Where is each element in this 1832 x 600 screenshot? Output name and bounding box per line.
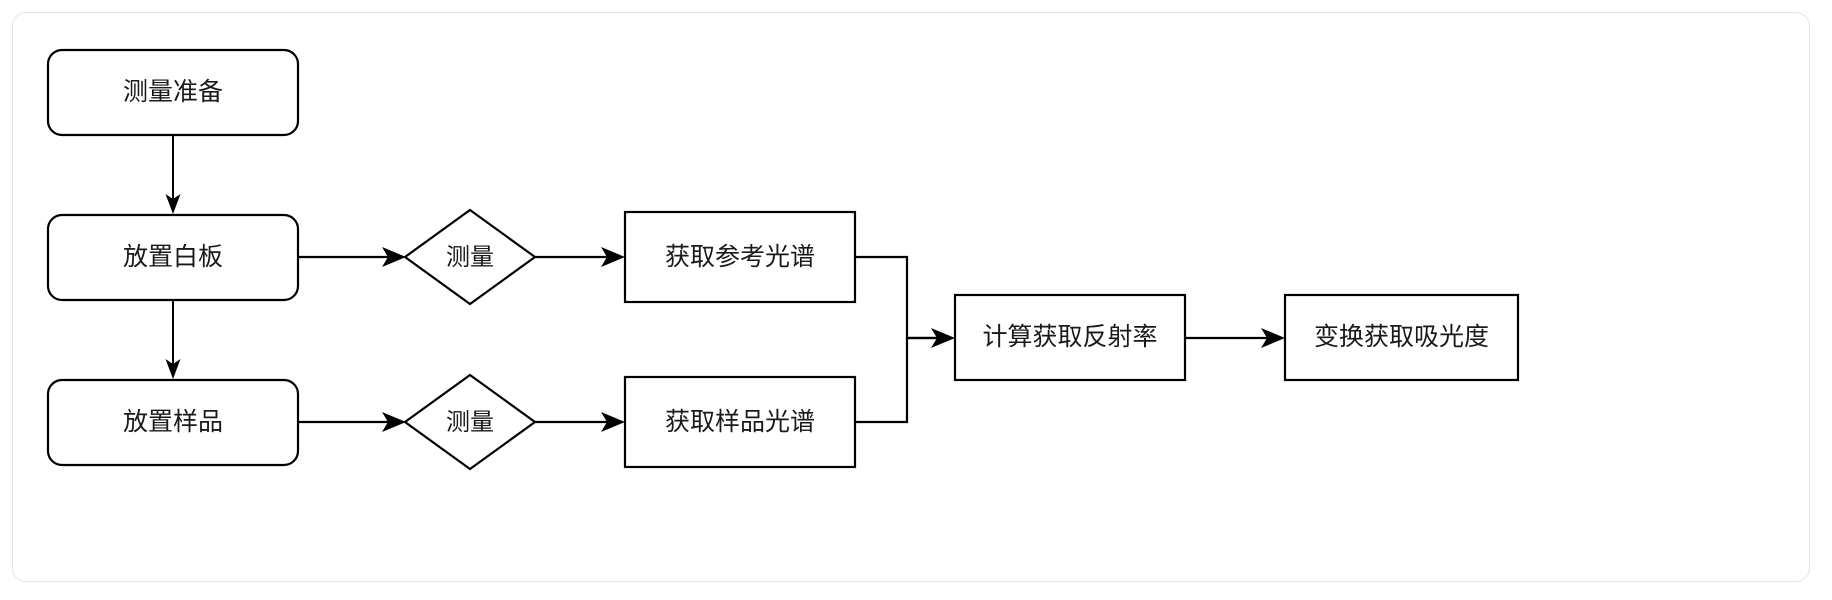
- node-sample-spectrum-shape[interactable]: [623, 375, 857, 469]
- edge-place-sample-to-measure-bottom: [298, 412, 406, 432]
- node-place-whiteboard[interactable]: 放置白板: [46, 213, 300, 302]
- node-reference-spectrum[interactable]: 获取参考光谱: [623, 210, 857, 304]
- node-absorbance-label: 变换获取吸光度: [1314, 323, 1489, 351]
- node-place-sample-label: 放置样品: [123, 408, 223, 436]
- node-measure-top[interactable]: 测量: [403, 208, 537, 306]
- node-reflectance-shape[interactable]: [953, 293, 1187, 382]
- node-absorbance[interactable]: 变换获取吸光度: [1283, 293, 1520, 382]
- node-place-sample-shape[interactable]: [46, 378, 300, 467]
- node-measure-bottom[interactable]: 测量: [403, 373, 537, 471]
- edge-measure-bottom-to-sample-spectrum: [535, 412, 625, 432]
- node-measure-bottom-label: 测量: [446, 409, 494, 436]
- node-absorbance-shape[interactable]: [1283, 293, 1520, 382]
- node-place-whiteboard-shape[interactable]: [46, 213, 300, 302]
- node-place-sample[interactable]: 放置样品: [46, 378, 300, 467]
- edge-place-whiteboard-to-place-sample: [165, 300, 181, 379]
- node-sample-spectrum[interactable]: 获取样品光谱: [623, 375, 857, 469]
- edge-reference-spectrum-to-reflectance: [855, 255, 955, 348]
- node-reflectance-label: 计算获取反射率: [982, 323, 1157, 351]
- node-sample-spectrum-label: 获取样品光谱: [665, 408, 815, 436]
- edge-reflectance-to-absorbance: [1185, 328, 1285, 348]
- node-reflectance[interactable]: 计算获取反射率: [953, 293, 1187, 382]
- edge-prepare-to-place-whiteboard: [165, 135, 181, 214]
- node-prepare-label: 测量准备: [123, 78, 223, 106]
- node-prepare[interactable]: 测量准备: [46, 48, 300, 137]
- edge-place-whiteboard-to-measure-top: [298, 247, 406, 267]
- edge-sample-spectrum-to-reflectance: [855, 336, 937, 424]
- node-measure-top-label: 测量: [446, 244, 494, 271]
- node-prepare-shape[interactable]: [46, 48, 300, 137]
- node-measure-top-shape[interactable]: [403, 208, 537, 306]
- node-reference-spectrum-label: 获取参考光谱: [665, 243, 815, 271]
- node-place-whiteboard-label: 放置白板: [123, 243, 223, 271]
- node-reference-spectrum-shape[interactable]: [623, 210, 857, 304]
- edge-measure-top-to-reference-spectrum: [535, 247, 625, 267]
- node-measure-bottom-shape[interactable]: [403, 373, 537, 471]
